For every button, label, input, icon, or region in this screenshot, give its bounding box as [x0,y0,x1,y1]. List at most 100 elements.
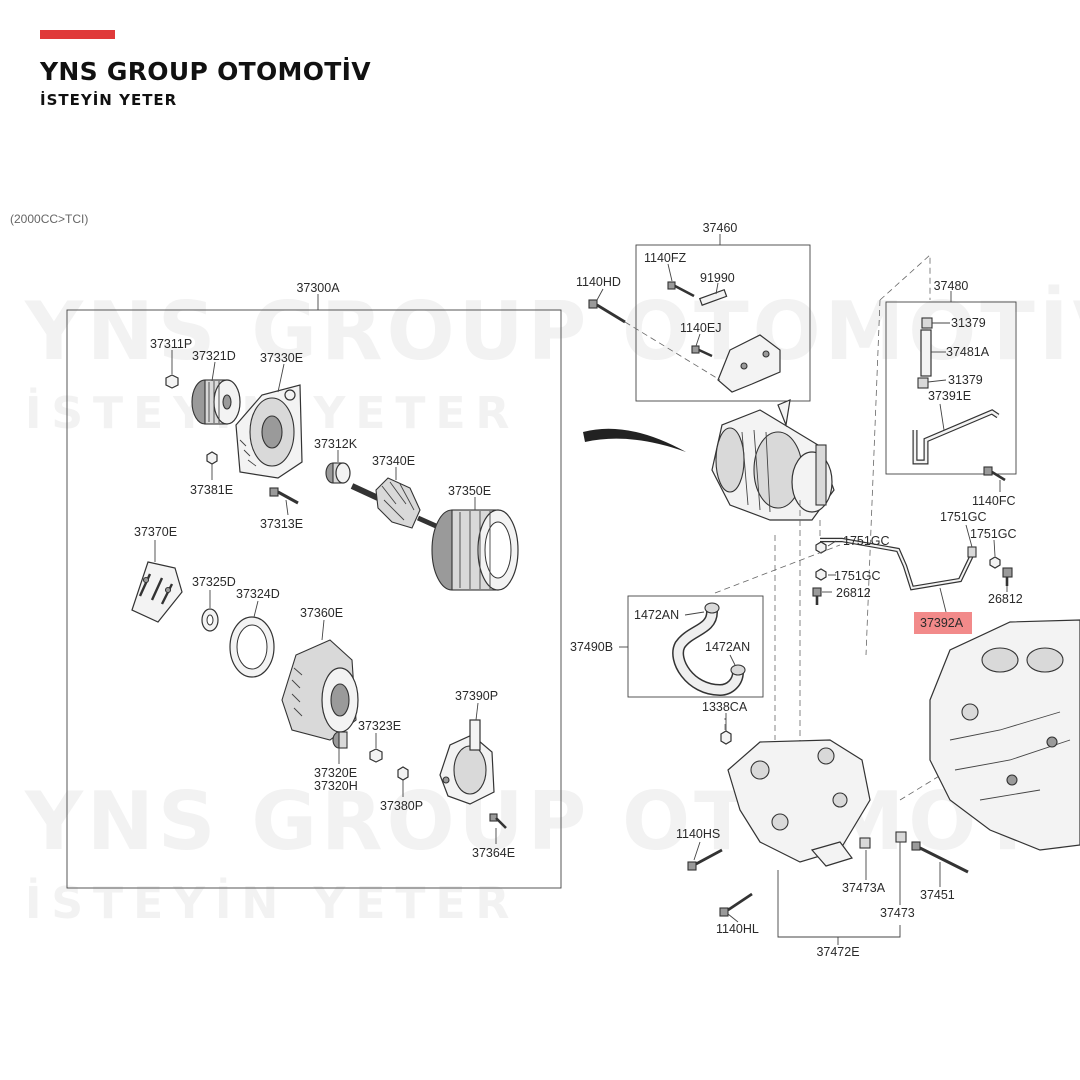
label-37390P: 37390P [455,689,498,703]
label-37391E: 37391E [928,389,971,403]
pin-91990-part [698,288,728,306]
clamp-1751GC-c-part [989,556,1001,569]
bolt-37364E-part [489,813,507,829]
rear-housing-37360E-part [281,639,359,741]
clamp-31379-lower-part [917,377,929,389]
bolt-1140HL-part [719,892,753,917]
terminal-37320E-part [332,731,348,749]
bolt-37313E-part [269,487,299,505]
label-26812-left: 26812 [836,586,871,600]
hose-37481A-part [920,329,932,377]
engine-bracket-part [727,739,871,867]
bolt-1140FC-part [983,466,1006,482]
label-37364E: 37364E [472,846,515,860]
bracket-kit-frame [635,244,811,402]
label-37320H: 37320H [314,779,358,793]
vacuum-pipe-37392A-part [820,537,977,591]
label-1751GC-right: 1751GC [970,527,1017,541]
label-1472AN-upper: 1472AN [634,608,679,622]
watermark-tagline-bottom: İSTEYİN YETER [25,878,520,929]
label-26812-right: 26812 [988,592,1023,606]
label-1140HL: 1140HL [716,922,759,936]
label-1140HD: 1140HD [576,275,621,289]
assembly-arrow-icon [583,428,686,452]
label-37481A: 37481A [946,345,990,359]
label-1140FC: 1140FC [972,494,1016,508]
label-37324D: 37324D [236,587,280,601]
label-1140FZ: 1140FZ [644,251,687,265]
label-37370E: 37370E [134,525,177,539]
pipe-37391E-part [912,409,1000,465]
hose-kit-frame [627,595,764,698]
alternator-assembled-part [711,399,835,521]
bearing-37312K-part [325,462,351,484]
label-31379-upper: 31379 [951,316,986,330]
cap-37380P-part [397,766,409,781]
front-housing-37330E-part [235,384,303,479]
bolt-1140HD-part [588,299,626,324]
label-37381E: 37381E [190,483,233,497]
label-37323E: 37323E [358,719,401,733]
label-37460: 37460 [703,221,738,235]
engine-variant-note: (2000CC>TCI) [10,212,89,226]
label-91990: 91990 [700,271,735,285]
brand-title: YNS GROUP OTOMOTİV [40,57,371,86]
label-37360E: 37360E [300,606,343,620]
label-31379-lower: 31379 [948,373,983,387]
label-37392A: 37392A [920,616,964,630]
rectifier-37370E-part [131,561,183,623]
label-37451: 37451 [920,888,955,902]
hose-1472AN-part [672,602,746,697]
nut-37311P-part [165,374,179,389]
label-1751GC-upper-left: 1751GC [843,534,890,548]
highlighted-part-callout [914,612,972,634]
label-37311P: 37311P [150,337,192,351]
label-37320E: 37320E [314,766,357,780]
nut-37323E-part [369,748,383,763]
label-37321D: 37321D [192,349,236,363]
label-37473A: 37473A [842,881,886,895]
alternator-assembly-frame [66,309,562,889]
label-37472E: 37472E [816,945,859,959]
label-37473: 37473 [880,906,915,920]
stator-37350E-part [431,509,519,591]
label-1472AN-lower: 1472AN [705,640,750,654]
label-1751GC-top: 1751GC [940,510,987,524]
clamp-1751GC-a-part [815,541,827,554]
label-1338CA: 1338CA [702,700,748,714]
label-37313E: 37313E [260,517,303,531]
ring-37324D-part [229,616,275,678]
label-1751GC-lower-left: 1751GC [834,569,881,583]
bracket-plate-part [717,334,781,393]
brand-accent-bar [40,30,115,39]
label-37340E: 37340E [372,454,415,468]
bolt-26812a-part [812,587,822,605]
engine-block-part [929,619,1080,851]
label-37300A: 37300A [296,281,340,295]
bushing-37473-part [895,831,907,843]
brand-tagline: İSTEYİN YETER [40,91,178,109]
label-37330E: 37330E [260,351,303,365]
rotor-37340E-part [350,477,438,529]
clamp-31379-upper-part [921,317,933,329]
bolt-1140HS-part [687,848,723,871]
vacuum-pump-37390P-part [439,719,495,805]
pulley-37321D-part [191,379,241,425]
clamp-1751GC-b-part [815,568,827,581]
bolt-37451-part [911,841,969,874]
watermark-brand-top: YNS GROUP OTOMOTİV [25,285,1080,378]
label-1140EJ: 1140EJ [680,321,721,335]
nut-37381E-part [206,451,218,465]
watermark-brand-bottom: YNS GROUP OTOMOTİV [25,775,1080,868]
label-37490B: 37490B [570,640,613,654]
bolt-1140EJ-part [691,345,713,358]
label-37325D: 37325D [192,575,236,589]
label-37350E: 37350E [448,484,491,498]
label-37480: 37480 [934,279,969,293]
bolt-1140FZ-part [667,281,695,298]
bushing-37473A-part [859,837,871,849]
bolt-26812b-part [1002,567,1013,586]
nut-1338CA-part [720,730,732,745]
